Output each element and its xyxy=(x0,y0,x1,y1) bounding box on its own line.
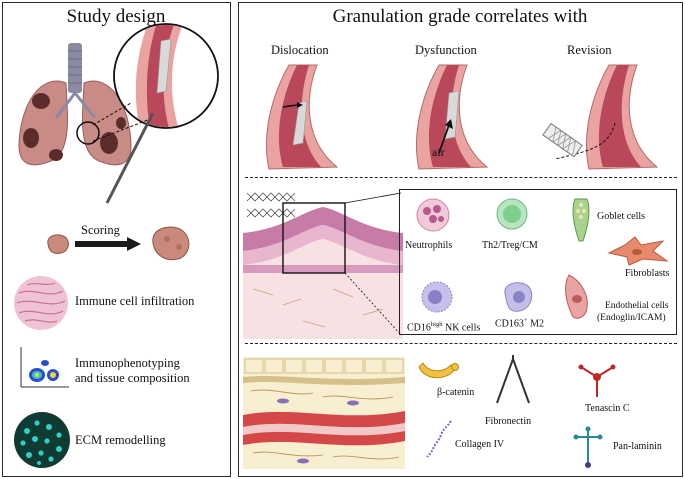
beta-catenin-icon xyxy=(418,362,459,379)
air-annotation: air xyxy=(432,145,445,159)
immunophenotyping-label-1: Immunophenotyping xyxy=(75,356,180,370)
scoring-arrow xyxy=(75,237,141,251)
section-divider-2 xyxy=(245,343,677,344)
ecm-section-illustration xyxy=(243,357,405,469)
endothelial-cell-icon xyxy=(565,274,588,319)
beta-catenin-label: β-catenin xyxy=(437,387,475,398)
ecm-remodelling-label: ECM remodelling xyxy=(75,433,166,447)
zoom-circle-small xyxy=(76,121,100,145)
fibroblasts-label: Fibroblasts xyxy=(625,268,670,279)
goblet-cell-icon xyxy=(572,198,590,242)
flow-cytometry-plot-icon xyxy=(20,347,69,388)
neutrophils-label: Neutrophils xyxy=(405,240,453,251)
collagen-iv-icon xyxy=(426,420,452,458)
goblet-cells-label: Goblet cells xyxy=(597,211,646,222)
neutrophil-icon xyxy=(416,198,450,232)
column-label-dislocation: Dislocation xyxy=(271,43,329,57)
tenascin-c-label: Tenascin C xyxy=(585,403,630,414)
endothelial-label-1: Endothelial cells xyxy=(605,301,669,311)
column-label-dysfunction: Dysfunction xyxy=(415,43,477,57)
right-lung xyxy=(81,80,132,166)
m2-macrophage-icon xyxy=(504,282,533,312)
magnified-airway xyxy=(113,23,219,129)
immunophenotyping-label-2: and tissue composition xyxy=(75,371,190,385)
th2-treg-cm-icon xyxy=(496,198,528,230)
small-tissue-sample xyxy=(47,234,69,254)
airway-dislocation xyxy=(266,64,339,170)
section-divider-1 xyxy=(245,177,677,178)
lesion xyxy=(49,149,63,161)
nk-cell-icon xyxy=(421,281,453,313)
granulation-title: Granulation grade correlates with xyxy=(332,6,588,27)
fibronectin-icon xyxy=(496,355,530,404)
pan-laminin-label: Pan-laminin xyxy=(613,441,662,452)
immune-infiltration-label: Immune cell infiltration xyxy=(75,294,195,308)
collagen-iv-label: Collagen IV xyxy=(455,439,505,450)
cd16-nk-cells-label: CD16high NK cells xyxy=(407,321,481,334)
cd163-m2-label: CD163+ M2 xyxy=(495,317,544,330)
granulation-panel: Granulation grade correlates with Disloc… xyxy=(238,2,683,477)
study-design-panel: Study design Scoring xyxy=(2,2,231,477)
large-tissue-sample xyxy=(152,226,190,261)
ecm-fluorescence-icon xyxy=(14,412,70,468)
lesion xyxy=(100,132,118,154)
airway-dysfunction xyxy=(416,64,489,170)
airway-revision xyxy=(554,64,659,170)
endothelial-label-2: (Endoglin/ICAM) xyxy=(597,313,666,323)
study-design-title: Study design xyxy=(66,6,166,27)
lungs-illustration xyxy=(18,43,132,166)
bronchoscope xyxy=(105,112,155,204)
lesion xyxy=(32,93,50,109)
column-label-revision: Revision xyxy=(567,43,612,57)
pan-laminin-icon xyxy=(573,426,603,468)
lesion xyxy=(23,128,39,148)
histology-stain-icon xyxy=(14,276,68,330)
fibronectin-label: Fibronectin xyxy=(485,416,532,427)
lesion xyxy=(116,117,126,129)
scoring-label: Scoring xyxy=(81,223,120,237)
tenascin-c-icon xyxy=(578,364,616,397)
removed-stent-icon xyxy=(542,122,583,158)
fibroblast-icon xyxy=(607,236,669,266)
cell-types-box xyxy=(399,189,677,335)
zoom-lines xyxy=(92,102,155,204)
th2-treg-cm-label: Th2/Treg/CM xyxy=(482,240,538,251)
tissue-cross-section xyxy=(243,192,403,339)
trachea xyxy=(68,43,82,93)
